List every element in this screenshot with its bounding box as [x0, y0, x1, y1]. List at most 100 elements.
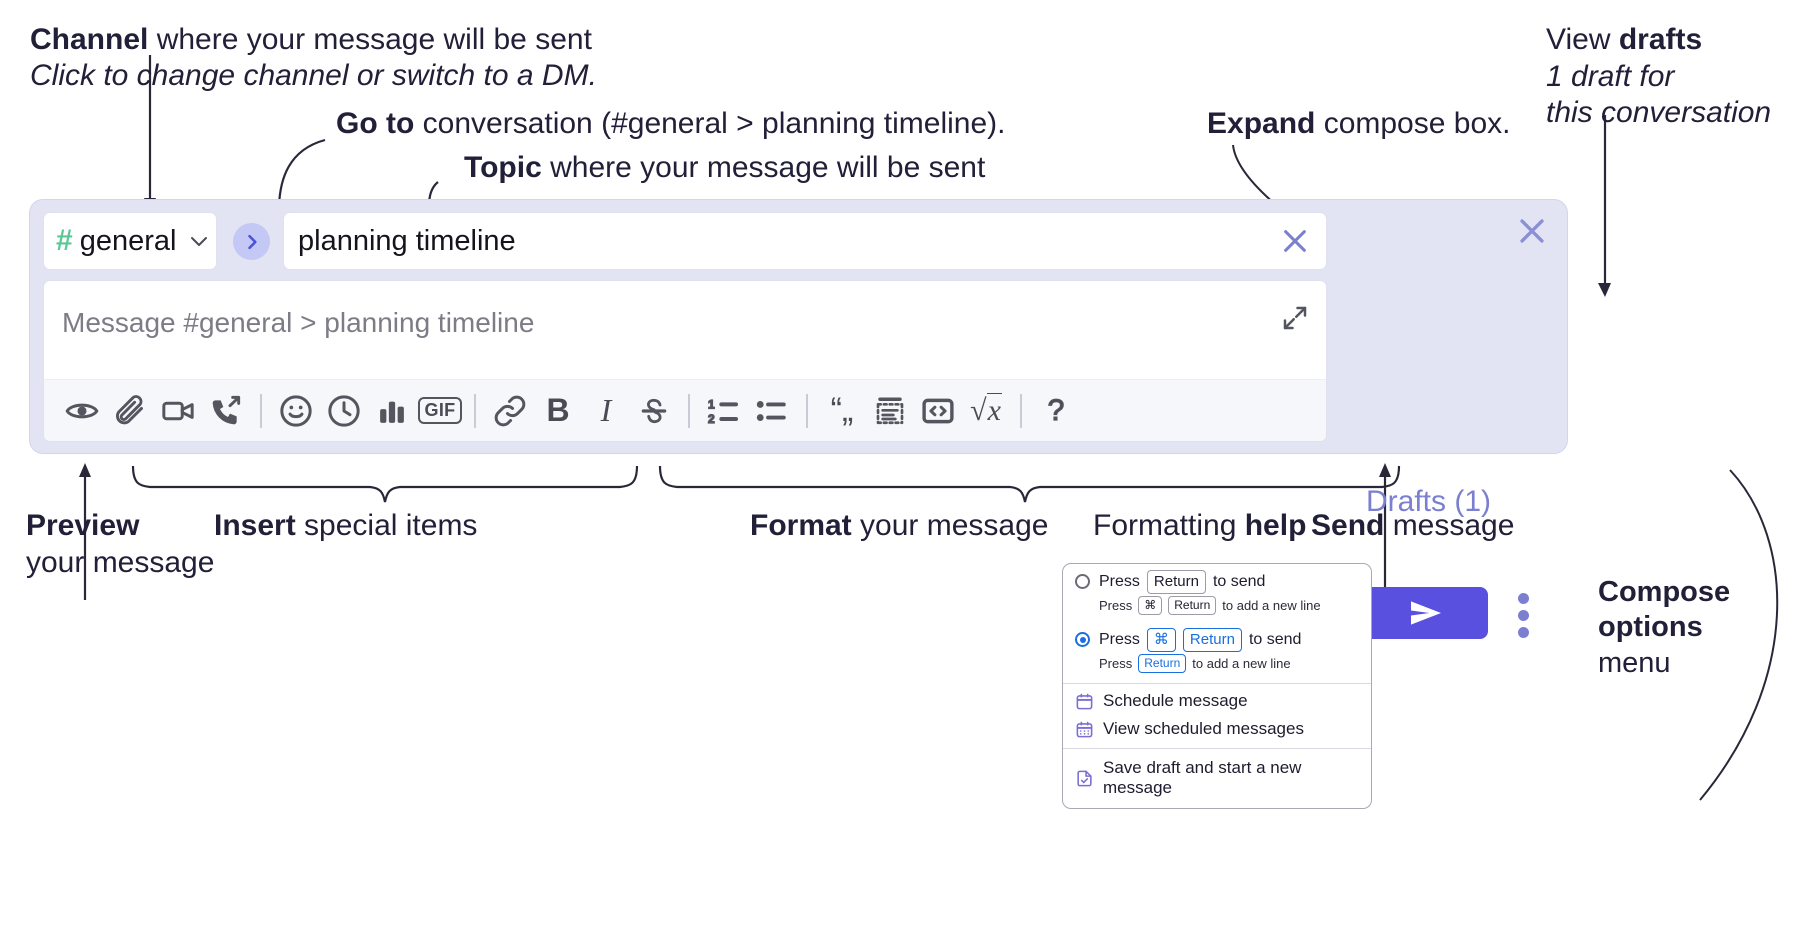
svg-text:2: 2	[708, 412, 715, 426]
compose-panel: # general planning timeline Message #gen…	[29, 199, 1568, 639]
annotation-expand-bold: Expand	[1207, 107, 1316, 140]
goto-conversation-button[interactable]	[233, 223, 270, 260]
audio-clip-icon[interactable]	[202, 387, 250, 435]
toolbar-divider	[806, 393, 808, 428]
key-command-2: ⌘	[1146, 628, 1176, 652]
annotation-goto-rest: conversation (#general > planning timeli…	[414, 107, 1006, 140]
attachment-icon[interactable]	[106, 387, 154, 435]
annotation-insert-bold: Insert	[214, 509, 296, 542]
blockquote-icon[interactable]: “„	[818, 387, 866, 435]
message-placeholder: Message #general > planning timeline	[62, 307, 535, 338]
send-button[interactable]	[1363, 587, 1488, 639]
bold-label: B	[546, 392, 570, 428]
italic-icon[interactable]: I	[582, 387, 630, 435]
annotation-compose-options: Compose options menu	[1598, 575, 1730, 681]
annotation-drafts: View drafts 1 draft for this conversatio…	[1546, 22, 1771, 132]
menu-radio-option-2-sub: Press Return to add a new line	[1063, 653, 1371, 684]
annotation-expand-rest: compose box.	[1315, 107, 1511, 140]
compose-options-button[interactable]	[1507, 591, 1539, 639]
menu-item-view-scheduled[interactable]: View scheduled messages	[1063, 718, 1371, 748]
radio2-pre: Press	[1099, 630, 1140, 648]
svg-text:?: ?	[1048, 393, 1065, 426]
toolbar-divider	[474, 393, 476, 428]
toolbar-divider	[1020, 393, 1022, 428]
annotation-help: Formatting help	[1093, 508, 1306, 545]
menu-radio-option-1-sub: Press ⌘ Return to add a new line	[1063, 595, 1371, 623]
annotation-format: Format your message	[750, 508, 1048, 545]
channel-name: general	[79, 224, 177, 257]
expand-compose-icon[interactable]	[1280, 303, 1310, 333]
annotation-send-bold: Send	[1311, 509, 1385, 542]
annotation-channel-italic: Click to change channel or switch to a D…	[30, 59, 597, 92]
annotation-co-line1: Compose	[1598, 576, 1731, 608]
clear-topic-icon[interactable]	[1278, 224, 1312, 258]
channel-selector[interactable]: # general	[43, 212, 217, 270]
video-clip-icon[interactable]	[154, 387, 202, 435]
key-return-sub-2: Return	[1138, 653, 1187, 674]
annotation-channel-rest: where your message will be sent	[148, 23, 592, 56]
annotation-insert-rest: special items	[295, 509, 478, 542]
annotation-help-bold: help	[1244, 509, 1307, 542]
send-icon	[1410, 601, 1441, 625]
annotation-send-rest: message	[1384, 509, 1515, 542]
bold-icon[interactable]: B	[534, 387, 582, 435]
annotation-channel: Channel where your message will be sent	[30, 22, 592, 59]
chevron-right-icon	[247, 234, 257, 249]
bulleted-list-icon[interactable]	[748, 387, 796, 435]
quote-label: “„	[830, 391, 854, 429]
close-panel-icon[interactable]	[1515, 214, 1549, 248]
annotation-drafts-pre: View	[1546, 23, 1619, 56]
poll-icon[interactable]	[368, 387, 416, 435]
gif-icon[interactable]: GIF	[416, 387, 464, 435]
menu-radio-option-2[interactable]: Press ⌘ Return to send	[1063, 622, 1371, 654]
annotation-insert: Insert special items	[214, 508, 477, 545]
preview-icon[interactable]	[58, 387, 106, 435]
menu-divider-2	[1063, 748, 1371, 750]
annotation-goto-bold: Go to	[336, 107, 415, 140]
annotation-preview: Preview your message	[26, 508, 214, 581]
key-command: ⌘	[1138, 595, 1163, 616]
annotation-expand: Expand compose box.	[1207, 106, 1510, 143]
dot-1	[1517, 592, 1529, 604]
radio1-post: to send	[1212, 572, 1266, 590]
chevron-down-icon	[191, 237, 208, 246]
link-icon[interactable]	[486, 387, 534, 435]
formatting-help-icon[interactable]: ?	[1032, 387, 1080, 435]
inline-code-icon[interactable]	[914, 387, 962, 435]
draft-check-icon	[1077, 770, 1092, 787]
radio-button-cmd-return[interactable]	[1075, 632, 1090, 648]
topic-value: planning timeline	[298, 224, 516, 257]
svg-text:1: 1	[708, 397, 715, 411]
menu-item-save-draft[interactable]: Save draft and start a new message	[1063, 749, 1371, 808]
math-icon[interactable]: √x	[962, 387, 1010, 435]
annotation-drafts-line3: this conversation	[1546, 96, 1772, 130]
annotation-drafts-line2: 1 draft for	[1546, 59, 1675, 93]
annotation-preview-bold: Preview	[26, 509, 140, 542]
radio-button-return[interactable]	[1075, 574, 1090, 590]
drafts-link[interactable]: Drafts (1)	[1366, 485, 1492, 518]
menu-item-label: View scheduled messages	[1103, 719, 1304, 739]
annotation-send: Send message	[1311, 508, 1514, 545]
menu-item-label: Schedule message	[1103, 691, 1248, 711]
key-return: Return	[1146, 570, 1206, 594]
reminder-clock-icon[interactable]	[320, 387, 368, 435]
annotation-format-rest: your message	[851, 509, 1049, 542]
message-input-box[interactable]: Message #general > planning timeline GIF…	[43, 280, 1327, 442]
annotation-goto: Go to conversation (#general > planning …	[336, 106, 1006, 143]
topic-input[interactable]: planning timeline	[283, 212, 1327, 270]
radio1-sub-post: to add a new line	[1222, 597, 1321, 613]
emoji-icon[interactable]	[272, 387, 320, 435]
code-block-icon[interactable]	[866, 387, 914, 435]
annotation-format-bold: Format	[750, 509, 852, 542]
strikethrough-icon[interactable]	[630, 387, 678, 435]
dot-2	[1517, 609, 1529, 621]
annotation-channel-bold: Channel	[30, 23, 149, 56]
radio1-pre: Press	[1099, 572, 1140, 590]
menu-radio-option-1[interactable]: Press Return to send	[1063, 564, 1371, 596]
compose-inner: # general planning timeline Message #gen…	[43, 212, 1327, 442]
menu-item-label: Save draft and start a new message	[1103, 758, 1302, 798]
menu-item-schedule-message[interactable]: Schedule message	[1063, 684, 1371, 718]
radio2-post: to send	[1248, 630, 1302, 648]
